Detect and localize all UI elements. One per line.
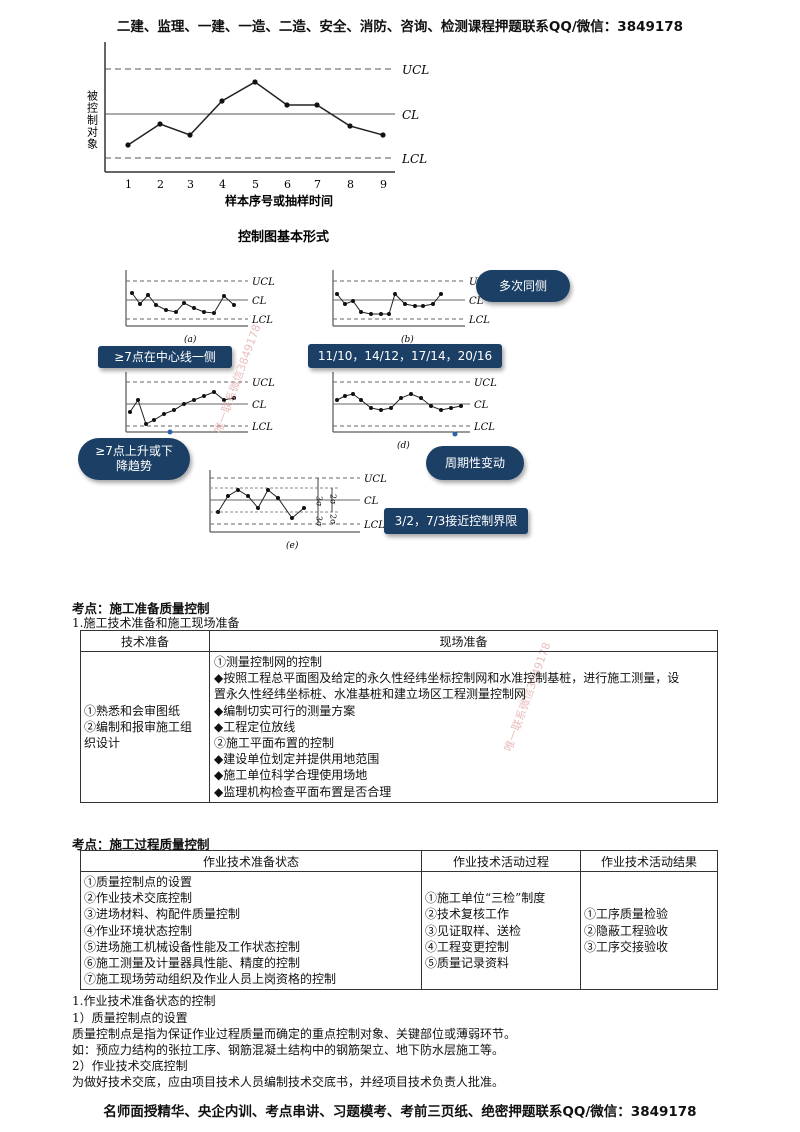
x-tick: 9 — [380, 178, 387, 191]
x-tick-labels: 1 2 3 4 5 6 7 8 9 — [125, 178, 387, 191]
data-point — [125, 142, 131, 148]
data-point — [314, 102, 320, 108]
col-header-site: 现场准备 — [209, 630, 718, 652]
footer-banner: 名师面授精华、央企内训、考点串讲、习题模考、考前三页纸、绝密押题联系QQ/微信：… — [103, 1104, 697, 1120]
x-tick: 1 — [125, 178, 132, 191]
col-header-tech: 技术准备 — [80, 630, 210, 652]
x-tick: 2 — [157, 178, 164, 191]
svg-text:LCL: LCL — [468, 315, 490, 326]
data-points — [125, 79, 386, 148]
x-axis-label: 样本序号或抽样时间 — [225, 193, 333, 208]
x-tick: 3 — [187, 178, 194, 191]
para-subheading: 2）作业技术交底控制 — [72, 1059, 188, 1073]
svg-text:CL: CL — [469, 296, 484, 307]
section1-title: 考点：施工准备质量控制 — [72, 601, 210, 616]
data-point — [219, 98, 225, 104]
x-tick: 4 — [219, 178, 226, 191]
prep-table: 技术准备 现场准备 ①熟悉和会审图纸 ②编制和报审施工组 织设计 ①测量控制网的… — [80, 630, 718, 803]
data-point — [187, 132, 193, 138]
x-tick: 5 — [252, 178, 259, 191]
svg-text:UCL: UCL — [364, 474, 387, 485]
callout-same-side: 多次同侧 — [476, 270, 570, 302]
data-point — [157, 121, 163, 127]
data-point — [284, 102, 290, 108]
para-text: 如：预应力结构的张拉工序、钢筋混凝土结构中的钢筋架立、地下防水层施工等。 — [72, 1043, 505, 1057]
callout-trend-line1: ≥7点上升或下 — [95, 444, 173, 458]
activity-cell: ①施工单位“三检”制度 ②技术复核工作 ③见证取样、送检 ④工程变更控制 ⑤质量… — [421, 870, 581, 991]
svg-text:LCL: LCL — [363, 520, 385, 531]
svg-text:CL: CL — [252, 400, 267, 411]
svg-text:LCL: LCL — [251, 315, 273, 326]
svg-text:UCL: UCL — [252, 378, 275, 389]
svg-text:CL: CL — [364, 496, 379, 507]
svg-text:UCL: UCL — [474, 378, 497, 389]
para-text: 质量控制点是指为保证作业过程质量而确定的重点控制对象、关键部位或薄弱环节。 — [72, 1027, 517, 1041]
process-table: 作业技术准备状态 作业技术活动过程 作业技术活动结果 ①质量控制点的设置 ②作业… — [80, 850, 718, 991]
x-tick: 6 — [284, 178, 291, 191]
ucl-label: UCL — [402, 63, 429, 77]
mini-chart-b: UCL CL LCL (b) — [332, 270, 492, 345]
para-text: 为做好技术交底，应由项目技术人员编制技术交底书，并经项目技术负责人批准。 — [72, 1075, 505, 1089]
result-cell: ①工序质量检验 ②隐蔽工程验收 ③工序交接验收 — [580, 870, 718, 991]
header-banner: 二建、监理、一建、一造、二造、安全、消防、咨询、检测课程押题联系QQ/微信：38… — [116, 19, 684, 35]
para-heading: 1.作业技术准备状态的控制 — [72, 994, 216, 1008]
data-point — [252, 79, 258, 85]
svg-text:CL: CL — [474, 400, 489, 411]
col-header-activity: 作业技术活动过程 — [421, 850, 581, 872]
svg-text:UCL: UCL — [252, 277, 275, 288]
callout-trend-line2: 降趋势 — [115, 459, 152, 473]
chart-caption: 控制图基本形式 — [238, 229, 329, 245]
svg-text:LCL: LCL — [473, 422, 495, 433]
lcl-label: LCL — [401, 152, 427, 166]
svg-text:(e): (e) — [286, 540, 299, 551]
svg-text:3σ: 3σ — [315, 516, 324, 527]
site-prep-cell: ①测量控制网的控制 ◆按照工程总平面图及给定的永久性经纬坐标控制网和水准控制基桩… — [209, 651, 718, 803]
x-tick: 8 — [347, 178, 354, 191]
svg-text:2σ: 2σ — [329, 494, 338, 505]
svg-text:3σ: 3σ — [315, 496, 324, 507]
callout-periodic: 周期性变动 — [426, 446, 524, 480]
main-control-chart: UCL CL LCL 被控制对象 1 2 3 4 5 6 7 8 9 样本序号或… — [86, 42, 429, 245]
section2-title: 考点：施工过程质量控制 — [72, 837, 210, 852]
svg-text:LCL: LCL — [251, 422, 273, 433]
svg-text:(d): (d) — [397, 440, 410, 451]
cl-label: CL — [402, 108, 419, 122]
y-axis-label: 被控制对象 — [86, 90, 99, 150]
callout-seven-one-side: ≥7点在中心线一侧 — [98, 346, 232, 368]
x-tick: 7 — [314, 178, 321, 191]
callout-near-limit: 3/2，7/3接近控制界限 — [384, 508, 528, 534]
svg-text:(a): (a) — [184, 334, 197, 345]
prep-state-cell: ①质量控制点的设置 ②作业技术交底控制 ③进场材料、构配件质量控制 ④作业环境状… — [80, 870, 422, 991]
tech-prep-cell: ①熟悉和会审图纸 ②编制和报审施工组 织设计 — [80, 651, 210, 803]
col-header-prep-state: 作业技术准备状态 — [80, 850, 422, 872]
svg-text:(b): (b) — [401, 334, 414, 345]
data-point — [347, 123, 353, 129]
svg-text:2σ: 2σ — [329, 514, 338, 525]
mini-chart-e: UCL CL LCL 3σ 2σ 3σ 2σ (e) — [209, 470, 387, 551]
mini-chart-d: UCL CL LCL (d) — [332, 372, 497, 451]
callout-ratios: 11/10，14/12，17/14，20/16 — [308, 344, 502, 368]
svg-text:CL: CL — [252, 296, 267, 307]
section1-subtitle: 1.施工技术准备和施工现场准备 — [72, 616, 240, 630]
data-point — [380, 132, 386, 138]
mini-chart-a: UCL CL LCL (a) — [125, 270, 275, 345]
para-subheading: 1）质量控制点的设置 — [72, 1011, 188, 1025]
callout-trend: ≥7点上升或下 降趋势 — [78, 438, 190, 480]
col-header-result: 作业技术活动结果 — [580, 850, 718, 872]
mini-chart-c: UCL CL LCL — [125, 372, 275, 435]
